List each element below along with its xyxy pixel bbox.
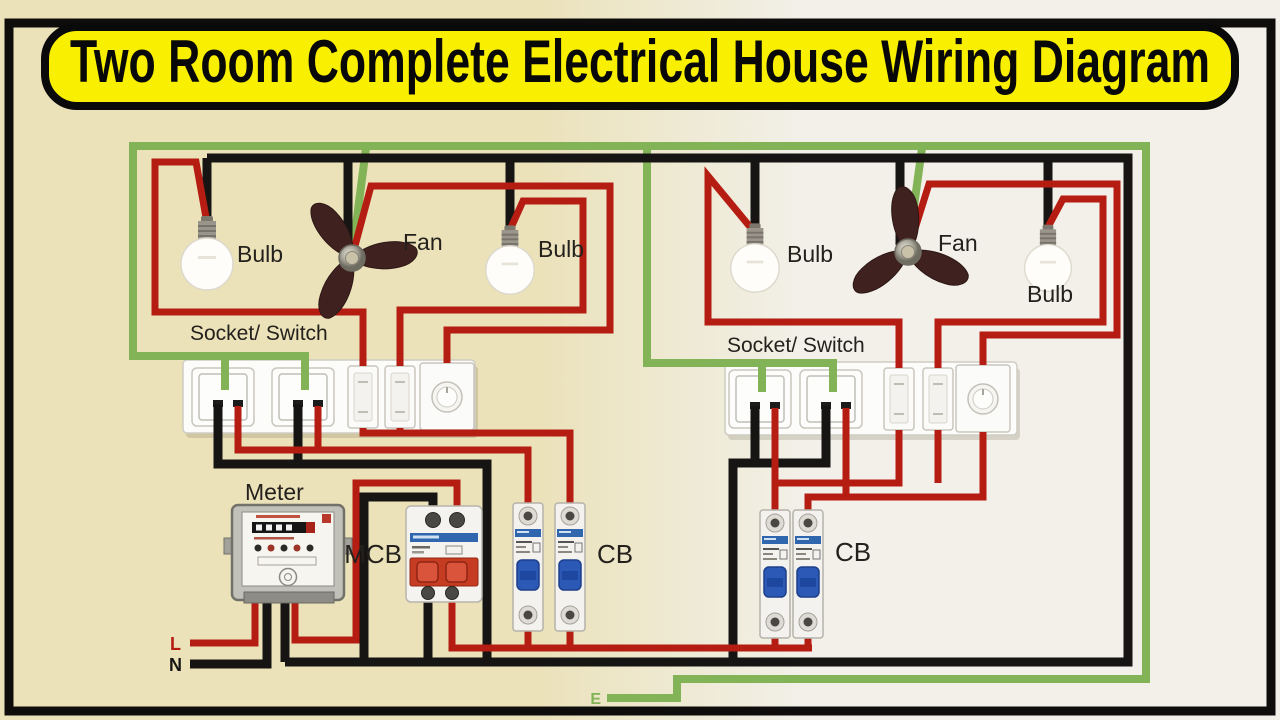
neutral-in-to-meter: [190, 601, 272, 669]
room1-panel-label: Socket/ Switch: [190, 322, 328, 345]
live-bulb3-to-switch1: [704, 166, 903, 368]
meter-label: Meter: [245, 479, 304, 505]
live-wiring: [151, 158, 1121, 652]
live-bulb2-to-switch2: [396, 197, 587, 366]
room1-socket-switch-panel: [182, 359, 478, 438]
neutral-ceiling-and-bus: [207, 153, 1133, 667]
mcb-breaker: [405, 505, 483, 603]
live-room2-switches-join: [775, 430, 903, 487]
room2-bulb-right-label: Bulb: [1027, 281, 1073, 307]
room2-socket-switch-panel: [724, 361, 1020, 440]
room2-fan-label: Fan: [938, 230, 978, 256]
live-fan1-to-regulator: [348, 182, 614, 363]
cb-room1-1: [512, 502, 544, 632]
room2-bulb-left-label: Bulb: [787, 241, 833, 267]
live-fan2-to-regulator: [904, 180, 1121, 365]
room1-fan-label: Fan: [403, 229, 443, 255]
cb-room2-2: [792, 509, 824, 639]
room1-bulb-right-label: Bulb: [538, 236, 584, 262]
cb-room2-label: CB: [835, 537, 871, 567]
live-mcb-out-bus: [448, 592, 812, 652]
title-banner: Two Room Complete Electrical House Wirin…: [41, 23, 1239, 110]
room1-ceiling-fan: [303, 195, 419, 324]
room1-fan-regulator: [419, 362, 475, 431]
live-meter-to-mcb: [291, 479, 461, 644]
labels: Bulb Fan Bulb Socket/ Switch Bulb Fan Bu…: [169, 229, 1073, 708]
cb-room2-1: [759, 509, 791, 639]
live-room1-switches-to-cb2: [359, 428, 574, 508]
room2-bulb-left: [729, 222, 781, 294]
room2-fan-regulator: [955, 364, 1011, 433]
room2-ceiling-fan: [845, 185, 974, 301]
earth-wire-main-loop: [607, 142, 1150, 702]
live-bulb4-to-switch2: [934, 195, 1107, 368]
cb-room1-label: CB: [597, 539, 633, 569]
room1-bulb-left-label: Bulb: [237, 241, 283, 267]
room1-bulb-right: [484, 224, 536, 296]
mcb-label: MCB: [344, 539, 402, 569]
room2-switch-2: [922, 367, 954, 431]
page-title: Two Room Complete Electrical House Wirin…: [70, 28, 1210, 95]
neutral-room2-sockets: [728, 406, 831, 662]
cb-room1-2: [554, 502, 586, 632]
neutral-legend-label: N: [169, 655, 182, 675]
earth-legend-label: E: [590, 691, 601, 708]
live-in-to-meter: [190, 601, 259, 647]
room1-switch-1: [347, 365, 379, 429]
room2-panel-label: Socket/ Switch: [727, 334, 865, 357]
live-room2-regulator-to-cb4: [804, 432, 987, 515]
energy-meter: [223, 503, 353, 604]
live-legend-label: L: [170, 634, 181, 654]
neutral-room1-sockets: [213, 404, 492, 662]
room1-switch-2: [384, 365, 416, 429]
live-bulb1-to-switch1: [151, 158, 367, 366]
live-room1-sockets-to-cb1: [234, 406, 532, 508]
earth-wire-left-drop: [129, 142, 309, 390]
room1-bulb-left: [180, 215, 234, 291]
earth-wire-room2-drop: [643, 146, 837, 392]
room2-switch-1: [883, 367, 915, 431]
earth-wiring: [129, 142, 1150, 702]
